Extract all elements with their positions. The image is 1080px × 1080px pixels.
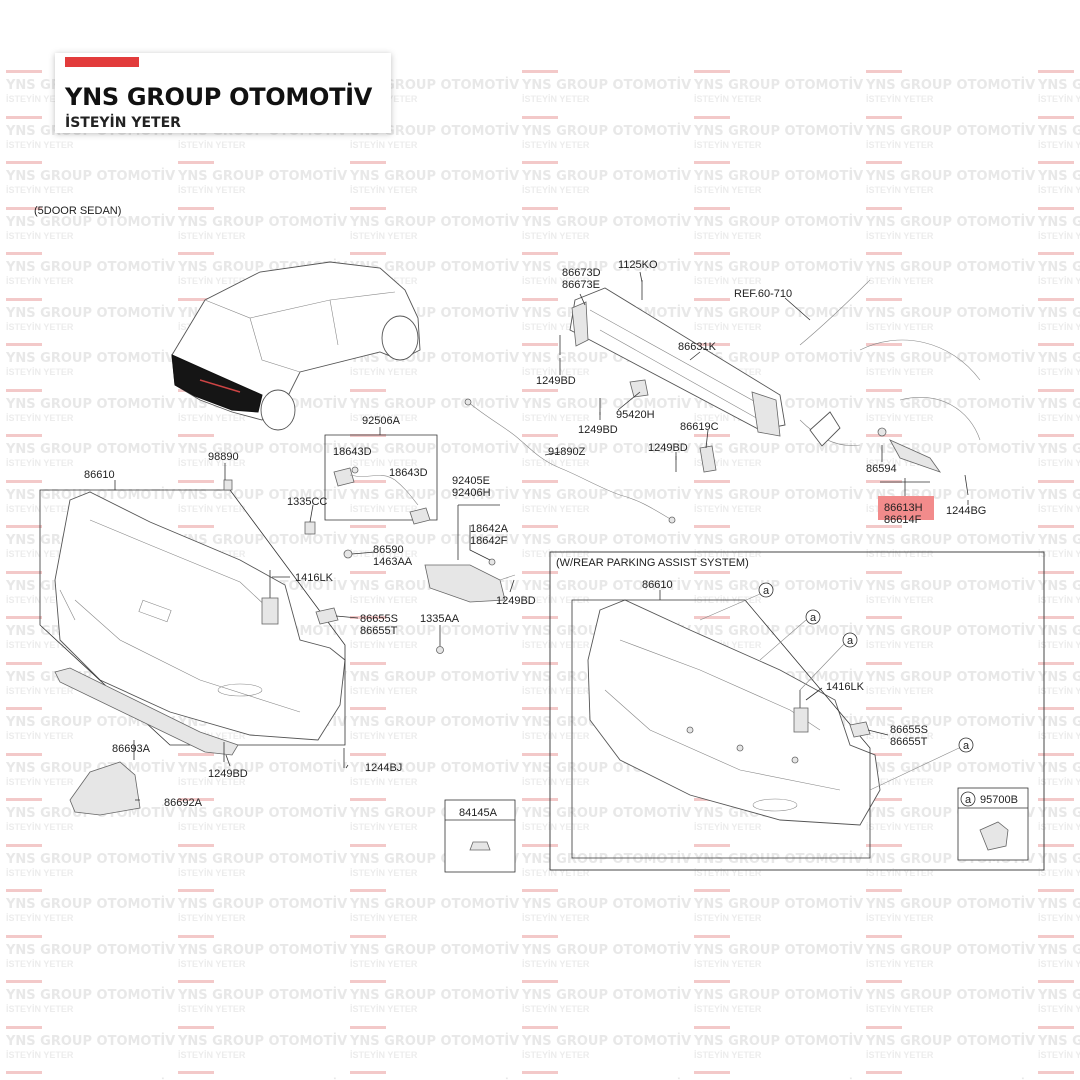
label-1416LK: 1416LK bbox=[295, 572, 334, 584]
label-86619C: 86619C bbox=[680, 421, 719, 433]
label-92506A: 92506A bbox=[362, 415, 401, 427]
label-inset-95700B: 95700B bbox=[980, 794, 1018, 806]
inset-title: (W/REAR PARKING ASSIST SYSTEM) bbox=[556, 557, 749, 569]
variant-label: (5DOOR SEDAN) bbox=[34, 205, 121, 217]
label-1249BD-a: 1249BD bbox=[496, 595, 536, 607]
label-1249BD-b: 1249BD bbox=[208, 768, 248, 780]
label-18642A: 18642A bbox=[470, 523, 509, 535]
label-92406H: 92406H bbox=[452, 487, 491, 499]
label-1125KO: 1125KO bbox=[618, 259, 658, 271]
leader-lines bbox=[114, 271, 969, 801]
label-86693A: 86693A bbox=[112, 743, 151, 755]
label-1244BJ: 1244BJ bbox=[365, 762, 402, 774]
label-86692A: 86692A bbox=[164, 797, 203, 809]
label-86655T: 86655T bbox=[360, 625, 398, 637]
label-98890: 98890 bbox=[208, 451, 239, 463]
label-inset-86655S: 86655S bbox=[890, 724, 928, 736]
lower-trim bbox=[54, 667, 239, 756]
lower-bracket bbox=[69, 761, 141, 816]
fastener-box-84145A bbox=[444, 799, 516, 873]
body-panel-ref bbox=[799, 279, 981, 496]
label-1249BD-c: 1249BD bbox=[536, 375, 576, 387]
label-86655S: 86655S bbox=[360, 613, 398, 625]
label-1335AA: 1335AA bbox=[420, 613, 460, 625]
label-86610: 86610 bbox=[84, 469, 115, 481]
label-1244BG: 1244BG bbox=[946, 505, 986, 517]
label-1463AA: 1463AA bbox=[373, 556, 413, 568]
label-86614F: 86614F bbox=[884, 514, 922, 526]
highlight-86613H bbox=[878, 496, 934, 520]
label-86590: 86590 bbox=[373, 544, 404, 556]
bumper-beam bbox=[559, 280, 786, 473]
circle-a-1: a bbox=[763, 585, 770, 597]
inset-bumper-cover bbox=[587, 599, 881, 826]
label-1249BD-d: 1249BD bbox=[578, 424, 618, 436]
label-92405E: 92405E bbox=[452, 475, 490, 487]
label-84145A: 84145A bbox=[459, 807, 498, 819]
label-18642F: 18642F bbox=[470, 535, 508, 547]
circle-a-5: a bbox=[965, 794, 972, 806]
wiring-harness bbox=[467, 401, 673, 521]
label-18643D-b: 18643D bbox=[389, 467, 428, 479]
label-18643D-a: 18643D bbox=[333, 446, 372, 458]
car-illustration bbox=[171, 261, 421, 431]
label-95420H: 95420H bbox=[616, 409, 655, 421]
label-inset-86610: 86610 bbox=[642, 579, 673, 591]
label-86594: 86594 bbox=[866, 463, 897, 475]
brand-banner: YNS GROUP OTOMOTİV İSTEYİN YETER bbox=[55, 53, 391, 133]
circle-a-4: a bbox=[963, 740, 970, 752]
brand-slogan: İSTEYİN YETER bbox=[65, 115, 181, 131]
circle-a-2: a bbox=[810, 612, 817, 624]
fasteners-left bbox=[223, 479, 444, 768]
label-inset-1416LK: 1416LK bbox=[826, 681, 865, 693]
label-inset-86655T: 86655T bbox=[890, 736, 928, 748]
rear-bumper-cover bbox=[54, 491, 346, 741]
label-86673E: 86673E bbox=[562, 279, 600, 291]
brand-accent-bar bbox=[65, 57, 139, 67]
lamp-wiring bbox=[324, 434, 438, 525]
part-labels: 86610 98890 1335CC 92506A 18643D 18643D … bbox=[84, 259, 1018, 819]
label-1335CC: 1335CC bbox=[287, 496, 327, 508]
parking-assist-inset bbox=[549, 551, 1045, 871]
label-1249BD-e: 1249BD bbox=[648, 442, 688, 454]
label-ref-60-710: REF.60-710 bbox=[734, 288, 792, 300]
rear-reflector bbox=[424, 504, 516, 603]
label-91890Z: 91890Z bbox=[548, 446, 586, 458]
label-86613H: 86613H bbox=[884, 502, 923, 514]
circle-a-3: a bbox=[847, 635, 854, 647]
label-86631K: 86631K bbox=[678, 341, 717, 353]
label-86673D: 86673D bbox=[562, 267, 601, 279]
brand-name: YNS GROUP OTOMOTİV bbox=[65, 83, 373, 111]
